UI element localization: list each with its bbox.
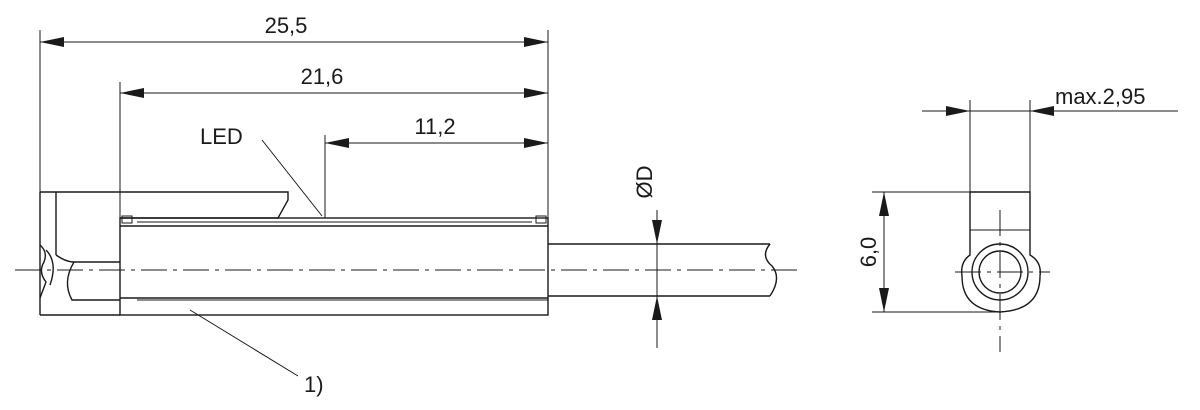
led-position-label: 11,2 bbox=[414, 114, 455, 139]
dimension-overall-length: 25,5 bbox=[39, 13, 549, 218]
end-view-outline bbox=[960, 191, 1041, 313]
dimension-led-position: 11,2 bbox=[324, 114, 548, 218]
sensor-end-view bbox=[955, 191, 1050, 352]
note-callout: 1) bbox=[189, 309, 324, 397]
dimension-cable-diameter: ØD bbox=[632, 166, 662, 348]
max-width-label: max.2,95 bbox=[1055, 84, 1146, 109]
note-marker-label: 1) bbox=[304, 372, 324, 397]
cable-diameter-label: ØD bbox=[632, 166, 657, 199]
dimension-max-width: max.2,95 bbox=[922, 84, 1178, 192]
sensor-side-view bbox=[15, 191, 800, 316]
sensor-end-cap bbox=[40, 191, 289, 219]
dimension-body-length: 21,6 bbox=[119, 64, 548, 218]
body-length-label: 21,6 bbox=[301, 64, 344, 89]
led-label: LED bbox=[200, 124, 243, 149]
led-callout: LED bbox=[200, 124, 323, 217]
height-label: 6,0 bbox=[856, 237, 881, 268]
dimension-height: 6,0 bbox=[856, 191, 1000, 313]
sensor-body bbox=[119, 217, 549, 316]
cable bbox=[548, 243, 778, 297]
overall-length-label: 25,5 bbox=[265, 13, 308, 38]
